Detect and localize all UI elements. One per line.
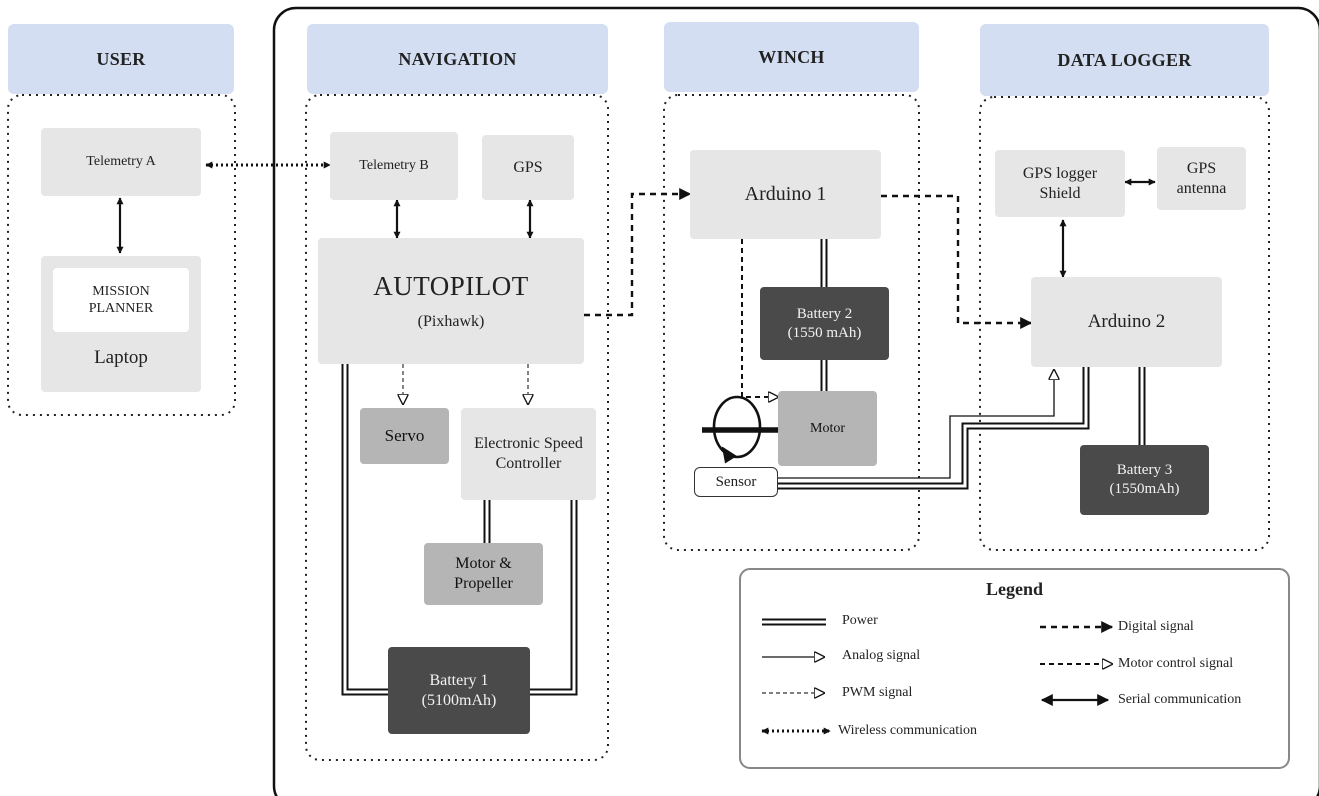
telemetry-b-block: Telemetry B <box>330 132 458 200</box>
gps-antenna-block: GPS antenna <box>1157 147 1246 210</box>
gps-block: GPS <box>482 135 574 200</box>
winch-motor-block: Motor <box>778 391 877 466</box>
telemetry-b-label: Telemetry B <box>359 158 429 174</box>
digital-arduino1-arduino2 <box>881 194 1033 329</box>
gps-label: GPS <box>513 158 543 176</box>
battery2-line1: Battery 2 <box>796 305 853 322</box>
laptop-label: Laptop <box>94 347 148 368</box>
battery3-block: Battery 3 (1550mAh) <box>1080 445 1209 515</box>
battery1-block: Battery 1 (5100mAh) <box>388 647 530 734</box>
servo-label: Servo <box>384 426 425 446</box>
legend-box <box>739 568 1290 769</box>
section-header-user-label: USER <box>96 48 146 69</box>
motor-propeller-block: Motor & Propeller <box>424 543 543 605</box>
digital-lines <box>584 188 1033 329</box>
winch-motor-label: Motor <box>810 420 845 436</box>
battery2-line2: (1550 mAh) <box>787 324 862 341</box>
mission-planner-line2: PLANNER <box>88 301 154 316</box>
legend-analog-label: Analog signal <box>842 648 921 663</box>
arduino2-block: Arduino 2 <box>1031 277 1222 367</box>
gps-antenna-line2: antenna <box>1176 179 1227 197</box>
legend-title: Legend <box>985 579 1043 599</box>
user-section-outline <box>7 94 236 416</box>
digital-autopilot-arduino1 <box>584 188 692 317</box>
legend-motor-control-label: Motor control signal <box>1118 656 1234 671</box>
legend-wireless-label: Wireless communication <box>838 723 978 738</box>
legend-power-label: Power <box>842 613 878 628</box>
motor-propeller-line2: Propeller <box>454 575 513 592</box>
section-header-datalogger: DATA LOGGER <box>980 24 1269 96</box>
winch-section-outline <box>663 94 920 551</box>
section-header-navigation: NAVIGATION <box>307 24 608 94</box>
section-header-navigation-label: NAVIGATION <box>398 48 517 69</box>
arduino1-block: Arduino 1 <box>690 150 881 239</box>
gps-logger-line1: GPS logger <box>1022 164 1098 182</box>
battery2-block: Battery 2 (1550 mAh) <box>760 287 889 360</box>
esc-line1: Electronic Speed <box>474 435 583 452</box>
pwm-lines <box>403 364 528 404</box>
gps-logger-line2: Shield <box>1039 184 1081 202</box>
mission-planner-line1: MISSION <box>92 283 150 299</box>
esc-line2: Controller <box>495 455 562 472</box>
esc-block: Electronic Speed Controller <box>461 408 596 500</box>
analog-line-sensor-arduino2 <box>778 370 1054 479</box>
sensor-block: Sensor <box>694 467 778 497</box>
telemetry-a-block: Telemetry A <box>41 128 201 196</box>
section-header-datalogger-label: DATA LOGGER <box>1057 49 1192 70</box>
system-container <box>272 6 1319 796</box>
battery1-line1: Battery 1 <box>429 671 489 689</box>
arduino2-label: Arduino 2 <box>1087 311 1166 333</box>
legend-serial-label: Serial communication <box>1118 692 1242 707</box>
section-header-user: USER <box>8 24 234 94</box>
battery3-line2: (1550mAh) <box>1109 481 1180 497</box>
mission-planner-block: MISSION PLANNER <box>53 268 189 332</box>
legend-digital-label: Digital signal <box>1118 619 1194 634</box>
serial-lines <box>116 178 1156 278</box>
gps-antenna-line1: GPS <box>1186 159 1217 177</box>
pixhawk-label: (Pixhawk) <box>417 312 485 330</box>
motor-propeller-line1: Motor & <box>455 555 512 572</box>
laptop-block: MISSION PLANNER Laptop <box>41 256 201 392</box>
servo-block: Servo <box>360 408 449 464</box>
autopilot-label: AUTOPILOT <box>373 271 529 302</box>
section-header-winch: WINCH <box>664 22 919 92</box>
sensor-label: Sensor <box>715 473 757 490</box>
telemetry-a-label: Telemetry A <box>86 154 156 170</box>
autopilot-block: AUTOPILOT (Pixhawk) <box>318 238 584 364</box>
rotation-icon <box>702 395 778 464</box>
section-header-winch-label: WINCH <box>758 46 825 67</box>
navigation-section-outline <box>305 94 609 761</box>
battery3-line1: Battery 3 <box>1116 462 1173 479</box>
battery1-line2: (5100mAh) <box>421 691 497 709</box>
power-lines <box>341 239 1146 696</box>
arduino1-label: Arduino 1 <box>744 183 827 205</box>
gps-logger-shield-block: GPS logger Shield <box>995 150 1125 217</box>
legend-pwm-label: PWM signal <box>842 685 913 700</box>
legend-samples <box>761 618 1114 735</box>
